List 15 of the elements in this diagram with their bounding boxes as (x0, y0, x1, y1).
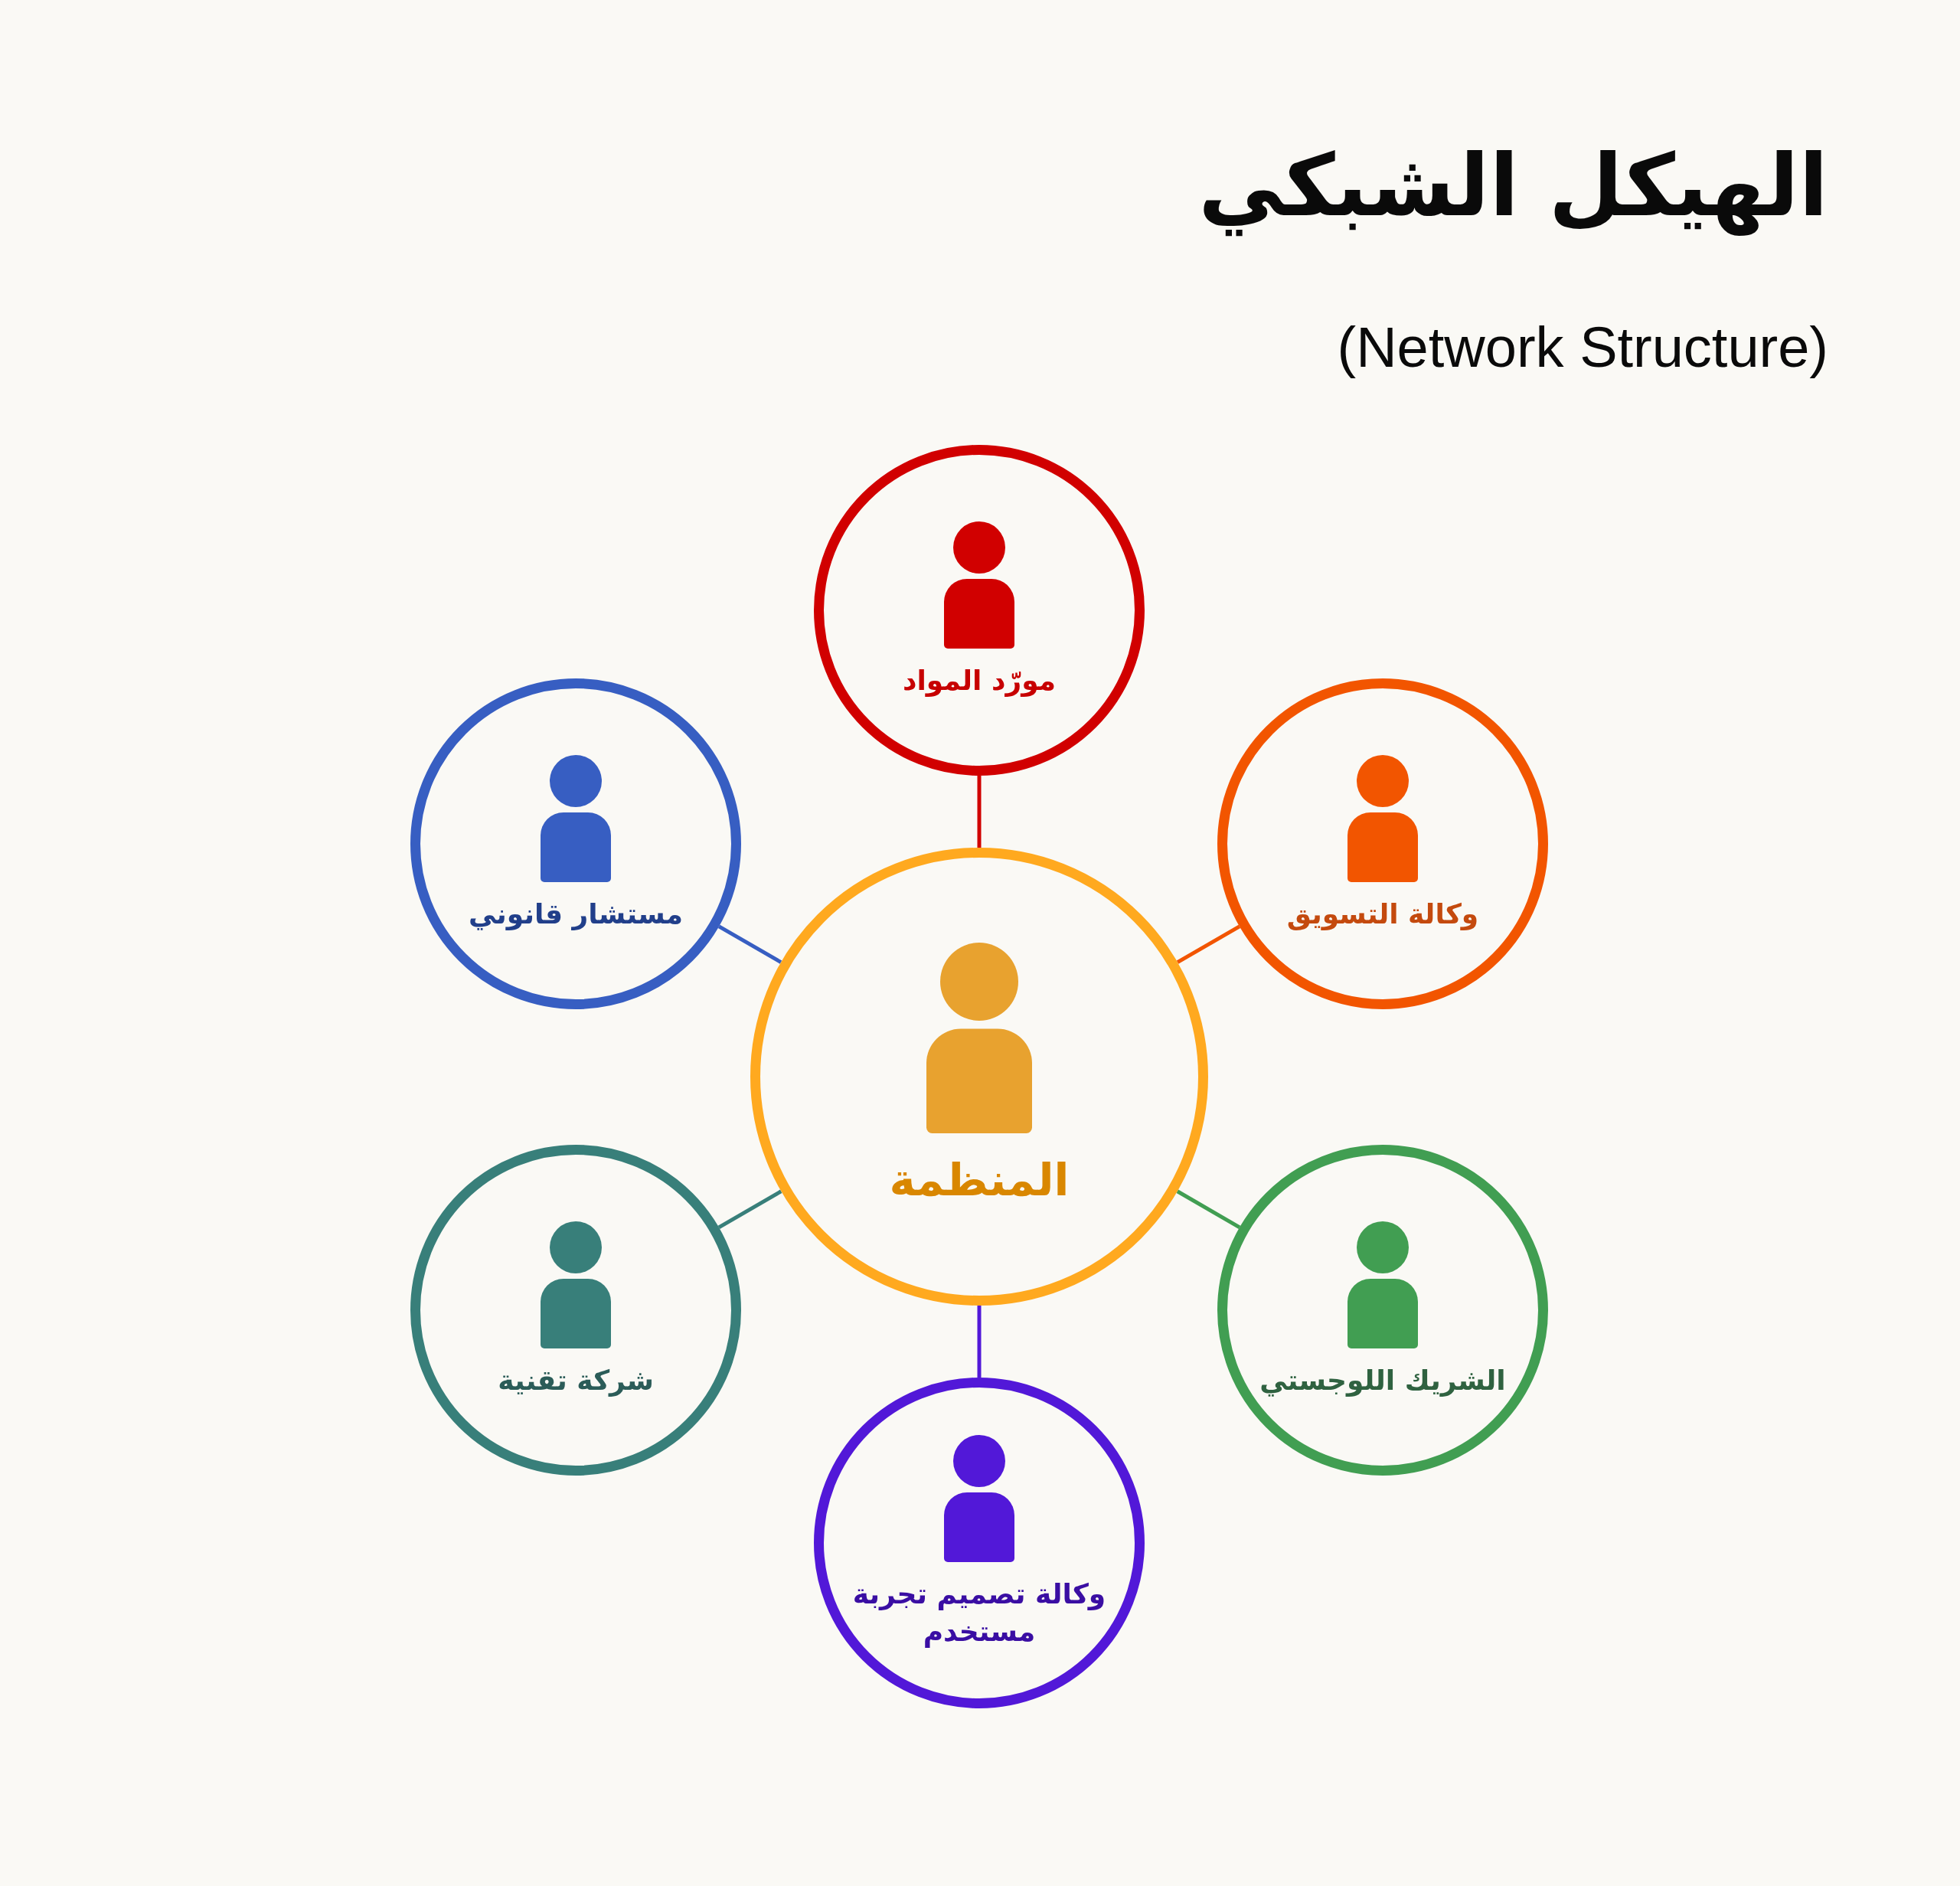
node-label: وكالة تصميم تجربة مستخدم (851, 1577, 1107, 1649)
node-label: مستشار قانوني (468, 897, 684, 932)
node-label: المنظمة (889, 1153, 1070, 1208)
connector-line (1176, 1189, 1241, 1229)
node-label: وكالة التسويق (1286, 897, 1479, 932)
connector-line (977, 776, 982, 848)
connector-line (1176, 924, 1241, 964)
title: الهيكل الشبكي (1198, 135, 1828, 238)
node-label: شركة تقنية (498, 1363, 654, 1398)
node-label: مورّد المواد (903, 663, 1056, 698)
node-label: الشريك اللوجستي (1259, 1363, 1506, 1398)
connector-line (717, 1189, 782, 1229)
subtitle: (Network Structure) (1337, 315, 1828, 381)
connector-line (717, 924, 782, 964)
connector-line (977, 1306, 982, 1378)
